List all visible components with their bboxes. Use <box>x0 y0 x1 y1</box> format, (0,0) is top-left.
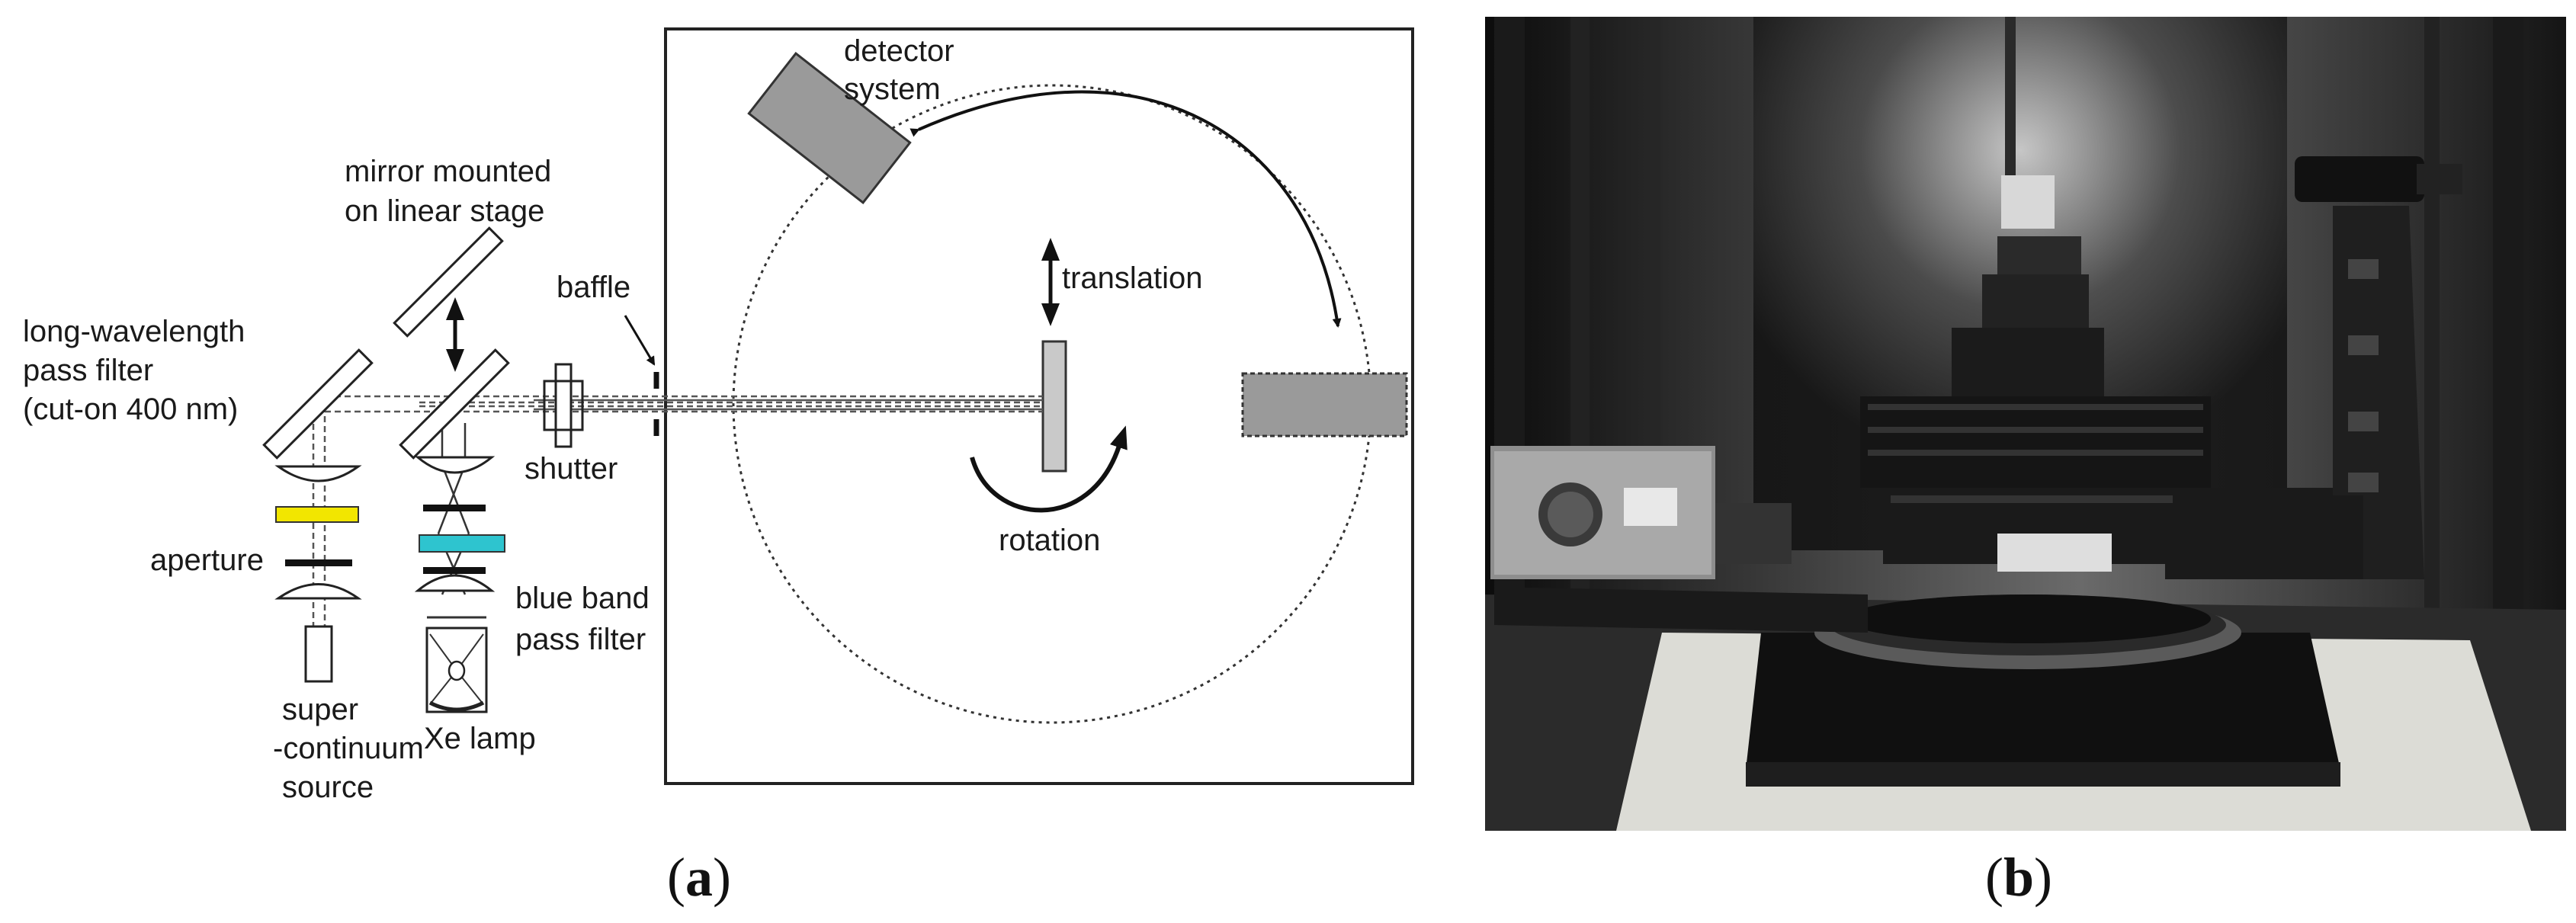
baffle-pointer <box>624 315 656 366</box>
lwp-label-line2: pass filter <box>23 354 153 387</box>
detector-label-line1: detector <box>844 34 954 68</box>
sc-label-line1: super <box>282 693 358 726</box>
dark-room-enclosure <box>664 27 1414 785</box>
panel-b-photo <box>1485 17 2566 831</box>
lwp-label-line1: long-wavelength <box>23 315 245 348</box>
mirror-on-linear-stage <box>393 226 504 338</box>
xe-lens-2 <box>414 574 496 592</box>
mirror-label-line1: mirror mounted <box>345 155 551 188</box>
super-continuum-source <box>304 625 333 683</box>
sc-label-line3: source <box>282 771 374 804</box>
sc-label-line2: -continuum <box>273 732 424 765</box>
sc-lens-2 <box>274 583 362 600</box>
detector-travel-arrow <box>909 90 1342 328</box>
baffle-label: baffle <box>557 271 630 304</box>
lwp-label-line3: (cut-on 400 nm) <box>23 393 238 426</box>
shutter <box>554 363 573 448</box>
sc-lens-1 <box>274 465 362 482</box>
xe-aperture <box>423 567 486 574</box>
bbp-label-line2: pass filter <box>515 623 646 656</box>
aperture <box>285 559 352 566</box>
panel-a-diagram <box>262 27 1414 785</box>
detector-position-2 <box>1241 372 1408 437</box>
bbp-label-line1: blue band <box>515 582 650 615</box>
yellow-filter <box>275 506 359 523</box>
beam-combiner-mirror <box>399 348 510 460</box>
mirror-label-line2: on linear stage <box>345 194 544 228</box>
aperture-label: aperture <box>150 543 264 577</box>
xe-lens-1 <box>414 456 496 474</box>
translation-label: translation <box>1062 261 1203 295</box>
detector-system-block <box>747 52 912 204</box>
xe-lamp-label: Xe lamp <box>424 722 536 755</box>
sample <box>1041 340 1067 473</box>
shutter-label: shutter <box>525 452 618 486</box>
long-wavelength-pass-filter <box>262 348 374 460</box>
rotation-label: rotation <box>999 524 1100 557</box>
blue-band-pass-filter <box>419 534 505 553</box>
detector-label-line2: system <box>844 72 941 106</box>
rotation-arrow <box>970 425 1128 513</box>
xe-slit <box>423 505 486 511</box>
caption-a: (a) <box>667 847 731 908</box>
caption-b: (b) <box>1985 847 2052 908</box>
